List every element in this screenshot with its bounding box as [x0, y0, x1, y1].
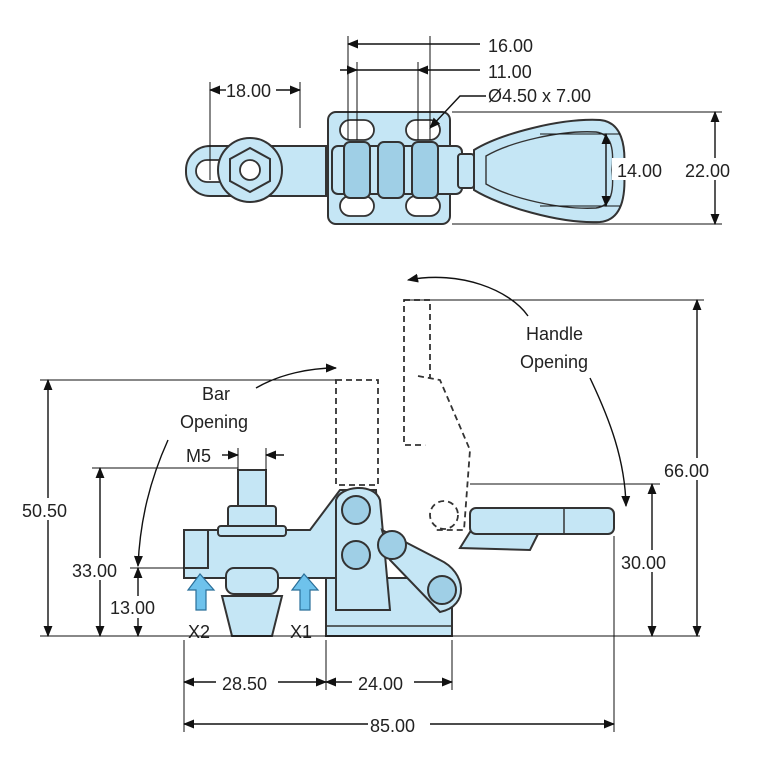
hole-leader — [429, 95, 486, 129]
handle-opening-line1: Handle — [526, 324, 583, 344]
top-view: 16.00 11.00 Ø4.50 x 7.00 18.00 14.00 22.… — [185, 36, 740, 226]
nut-bore — [239, 159, 261, 181]
handle-opening-line2: Opening — [520, 352, 588, 372]
dim-11-label: 11.00 — [488, 62, 532, 82]
dim-30-label: 30.00 — [621, 553, 666, 573]
dim-28-label: 28.50 — [222, 674, 267, 694]
pivot-pin — [377, 530, 407, 560]
dim-24-label: 24.00 — [358, 674, 403, 694]
bar-open-phantom — [335, 379, 379, 486]
force-x1-label: X1 — [290, 622, 312, 642]
handle-opening-arc — [589, 377, 631, 508]
pivot-pin — [427, 575, 457, 605]
bar-opening-leader — [255, 363, 338, 389]
dim-18-label: 18.00 — [226, 81, 271, 101]
dim-hole-label: Ø4.50 x 7.00 — [488, 86, 591, 106]
dim-33-label: 33.00 — [72, 561, 117, 581]
bar-opening-line1: Bar — [202, 384, 230, 404]
upper-washer — [217, 525, 287, 537]
dim-22-label: 22.00 — [685, 161, 730, 181]
handle-grip-side — [469, 507, 615, 535]
bar-end-cap — [183, 529, 209, 569]
spindle-pad — [220, 595, 284, 637]
lower-nut — [225, 567, 279, 595]
handle-collar — [457, 153, 475, 189]
pivot-open-phantom — [429, 500, 459, 530]
dim-16-label: 16.00 — [488, 36, 533, 56]
up-arrow-icon — [290, 573, 320, 611]
dim-50-label: 50.50 — [22, 501, 67, 521]
up-arrow-icon — [186, 573, 216, 611]
bar-opening-arc — [133, 439, 169, 568]
dim-66-label: 66.00 — [664, 461, 709, 481]
bar-opening-line2: Opening — [180, 412, 248, 432]
link-open-phantom — [417, 375, 471, 531]
pivot-pin — [343, 141, 371, 199]
spindle-thread — [237, 469, 267, 511]
pivot-pin — [341, 540, 371, 570]
side-view: X2 X1 Handle Opening Bar Opening M5 66.0… — [20, 273, 722, 736]
pivot-pin — [341, 495, 371, 525]
pivot-pin — [411, 141, 439, 199]
dim-85-label: 85.00 — [370, 716, 415, 736]
pivot-pin — [377, 141, 405, 199]
force-x2-label: X2 — [188, 622, 210, 642]
dim-14-label: 14.00 — [617, 161, 662, 181]
thread-label: M5 — [186, 446, 211, 466]
handle-opening-leader — [406, 273, 529, 317]
dim-13-label: 13.00 — [110, 598, 155, 618]
